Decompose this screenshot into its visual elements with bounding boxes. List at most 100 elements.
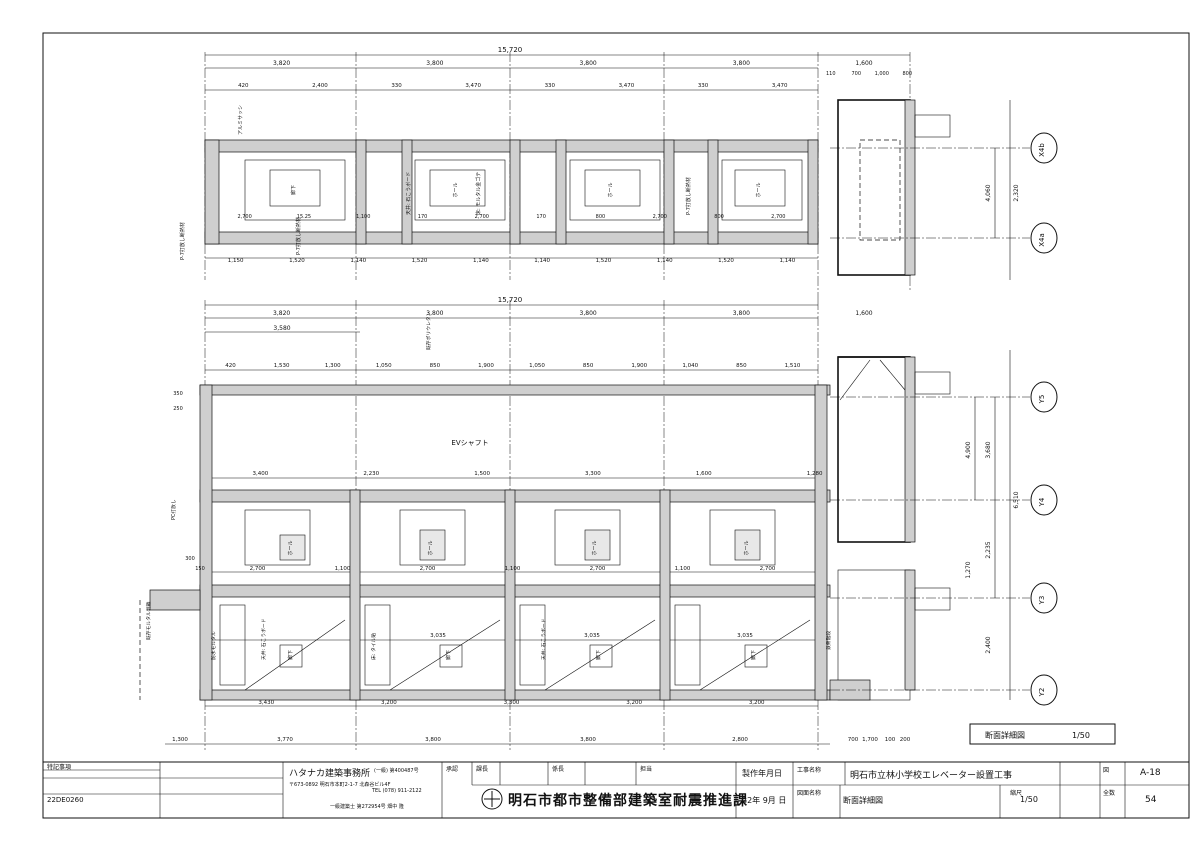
top-plan-sub-dim-3: 330 bbox=[391, 83, 402, 89]
office-tel: TEL (078) 911-2122 bbox=[372, 788, 422, 794]
top-plan-bottom-dim-6: 1,140 bbox=[534, 258, 550, 264]
section-base-dim-7: 1,700 bbox=[862, 737, 878, 743]
section-mid-dim-3: 1,500 bbox=[474, 471, 490, 477]
top-plan-note-6: P-7打放し断熱材 bbox=[685, 177, 692, 215]
section-floor-dim-6: 1,100 bbox=[675, 566, 691, 572]
section-floor-dim-2: 1,100 bbox=[335, 566, 351, 572]
top-plan-inner-dim-9: 800 bbox=[714, 214, 724, 220]
authority-seal-icon bbox=[481, 788, 503, 810]
top-plan-inner-dim-1: 2,700 bbox=[237, 214, 251, 220]
top-plan-inner-dim-5: 2,700 bbox=[475, 214, 489, 220]
section-floor-dim-3: 2,700 bbox=[420, 566, 436, 572]
axis-bubble-2 bbox=[1030, 222, 1058, 254]
top-plan-inner-dim-8: 2,700 bbox=[653, 214, 667, 220]
section-base-dim-1: 1,300 bbox=[172, 737, 188, 743]
top-plan-note-4: 天井: 石こうボード bbox=[405, 172, 412, 215]
top-plan-bottom-dim-10: 1,140 bbox=[779, 258, 795, 264]
legend-scale: 1/50 bbox=[1072, 731, 1090, 740]
section-bottom-dim-2: 3,200 bbox=[381, 700, 397, 706]
top-plan-span-dim-4: 3,800 bbox=[733, 60, 750, 67]
top-plan-note-2: アルミサッシ bbox=[238, 105, 244, 135]
section-mid-dim-1: 3,400 bbox=[253, 471, 269, 477]
section-span-dim-4: 3,800 bbox=[733, 310, 750, 317]
top-plan-bottom-dim-1: 1,150 bbox=[228, 258, 244, 264]
axis-label-2: X4a bbox=[1038, 233, 1046, 247]
notes-label: 特記事項 bbox=[47, 764, 72, 771]
section-vdim-5: 1,270 bbox=[965, 561, 972, 578]
section-base-dim-8: 100 bbox=[885, 737, 896, 743]
section-upper-dim-5: 850 bbox=[430, 363, 441, 369]
axis-label-4: Y4 bbox=[1038, 497, 1046, 507]
section-floor-dim-7: 2,700 bbox=[760, 566, 776, 572]
axis-label-3: Y5 bbox=[1038, 395, 1046, 405]
project-name: 明石市立林小学校エレベーター設置工事 bbox=[850, 771, 1013, 781]
axis-bubble-6 bbox=[1030, 674, 1058, 706]
section-note-2: PC打放し bbox=[170, 499, 177, 520]
section-edge-dim-1: 350 bbox=[173, 391, 183, 397]
top-plan-sub-dim-6: 3,470 bbox=[619, 83, 635, 89]
section-bottom-dim-1: 3,430 bbox=[258, 700, 274, 706]
authority-name: 明石市都市整備部建築室耐震推進課 bbox=[508, 793, 748, 809]
office-address: 〒673-0892 明石市本町2-1-7 北森谷ビル4F bbox=[289, 782, 391, 788]
section-room-label-2: ホール bbox=[428, 540, 434, 555]
section-span-dim-1: 3,820 bbox=[273, 310, 290, 317]
project-label: 工事名称 bbox=[797, 767, 822, 774]
top-plan-bottom-dim-9: 1,520 bbox=[718, 258, 734, 264]
office-reg: (一級) 第400487号 bbox=[374, 768, 419, 774]
section-vdim-4: 2,235 bbox=[985, 541, 992, 558]
check-label-manager: 課長 bbox=[476, 766, 489, 773]
section-base-dim-4: 3,800 bbox=[580, 737, 596, 743]
section-upper-dim-1: 420 bbox=[225, 363, 236, 369]
top-plan-vdim-2: 2,320 bbox=[1013, 184, 1020, 201]
axis-label-6: Y2 bbox=[1038, 688, 1046, 698]
section-room-label-3: ホール bbox=[592, 540, 598, 555]
top-plan-note-1: P-7打放し断熱材 bbox=[179, 222, 186, 260]
top-plan-sub-dim-2: 2,400 bbox=[312, 83, 328, 89]
office-name: ハタナカ建築事務所 bbox=[289, 769, 371, 779]
section-edge-dim-3: 300 bbox=[185, 556, 195, 562]
section-mid-dim-5: 1,600 bbox=[696, 471, 712, 477]
top-plan-room-label-1: 廊下 bbox=[290, 185, 297, 195]
section-lower-dim-1: 3,035 bbox=[430, 633, 446, 639]
top-plan-sub-dim-7: 330 bbox=[698, 83, 709, 89]
section-vdim-1: 4,900 bbox=[965, 441, 972, 458]
top-plan-room-label-4: ホール bbox=[756, 182, 762, 197]
top-plan-sub-dim-1: 420 bbox=[238, 83, 249, 89]
number-label: 図 bbox=[1103, 767, 1110, 774]
top-plan-inner-dim-3: 1,100 bbox=[356, 214, 370, 220]
section-bottom-dim-4: 3,200 bbox=[626, 700, 642, 706]
section-note-5: 床: タイル貼 bbox=[370, 633, 377, 660]
axis-bubble-3 bbox=[1030, 381, 1058, 413]
top-plan-sub-dim-8: 3,470 bbox=[772, 83, 788, 89]
top-plan-bottom-dim-7: 1,520 bbox=[596, 258, 612, 264]
section-mid-dim-4: 3,300 bbox=[585, 471, 601, 477]
top-plan-span-dim-2: 3,800 bbox=[426, 60, 443, 67]
date-value: 22年 9月 日 bbox=[742, 796, 787, 805]
top-plan-room-label-2: ホール bbox=[453, 182, 459, 197]
section-note-4: 天井: 石こうボード bbox=[260, 618, 267, 660]
top-plan-span-dim-5: 1,600 bbox=[855, 60, 872, 67]
top-plan-sub-dim-5: 330 bbox=[545, 83, 556, 89]
ev-shaft-label: EVシャフト bbox=[451, 439, 488, 447]
section-lower-dim-2: 3,035 bbox=[584, 633, 600, 639]
section-note-3: 防水モルタル bbox=[210, 631, 217, 660]
section-drawing: 4,900 3,680 6,510 2,235 1,270 2,400 15,7… bbox=[139, 296, 1030, 750]
top-plan-inner-dim-2: 15.25 bbox=[297, 214, 311, 220]
drawing-name: 断面詳細図 bbox=[843, 796, 883, 805]
section-room-label-1: ホール bbox=[288, 540, 294, 555]
top-plan-note-3: P-7打放し断熱材 bbox=[295, 217, 302, 255]
section-upper-dim-7: 1,050 bbox=[529, 363, 545, 369]
section-span-dim-5: 1,600 bbox=[855, 310, 872, 317]
section-upper-dim-3: 1,300 bbox=[325, 363, 341, 369]
top-plan-bottom-dim-4: 1,520 bbox=[412, 258, 428, 264]
number-value: A-18 bbox=[1140, 768, 1161, 778]
section-floor-dim-1: 2,700 bbox=[250, 566, 266, 572]
scale-value: 1/50 bbox=[1020, 795, 1038, 804]
top-plan-right-dim-3: 1,000 bbox=[875, 71, 889, 77]
architect-reg: 一級建築士 第272954号 畑中 隆 bbox=[330, 804, 404, 810]
drawing-label: 図面名称 bbox=[797, 790, 822, 797]
section-sub-dim: 3,580 bbox=[273, 325, 290, 332]
section-base-dim-9: 200 bbox=[900, 737, 911, 743]
